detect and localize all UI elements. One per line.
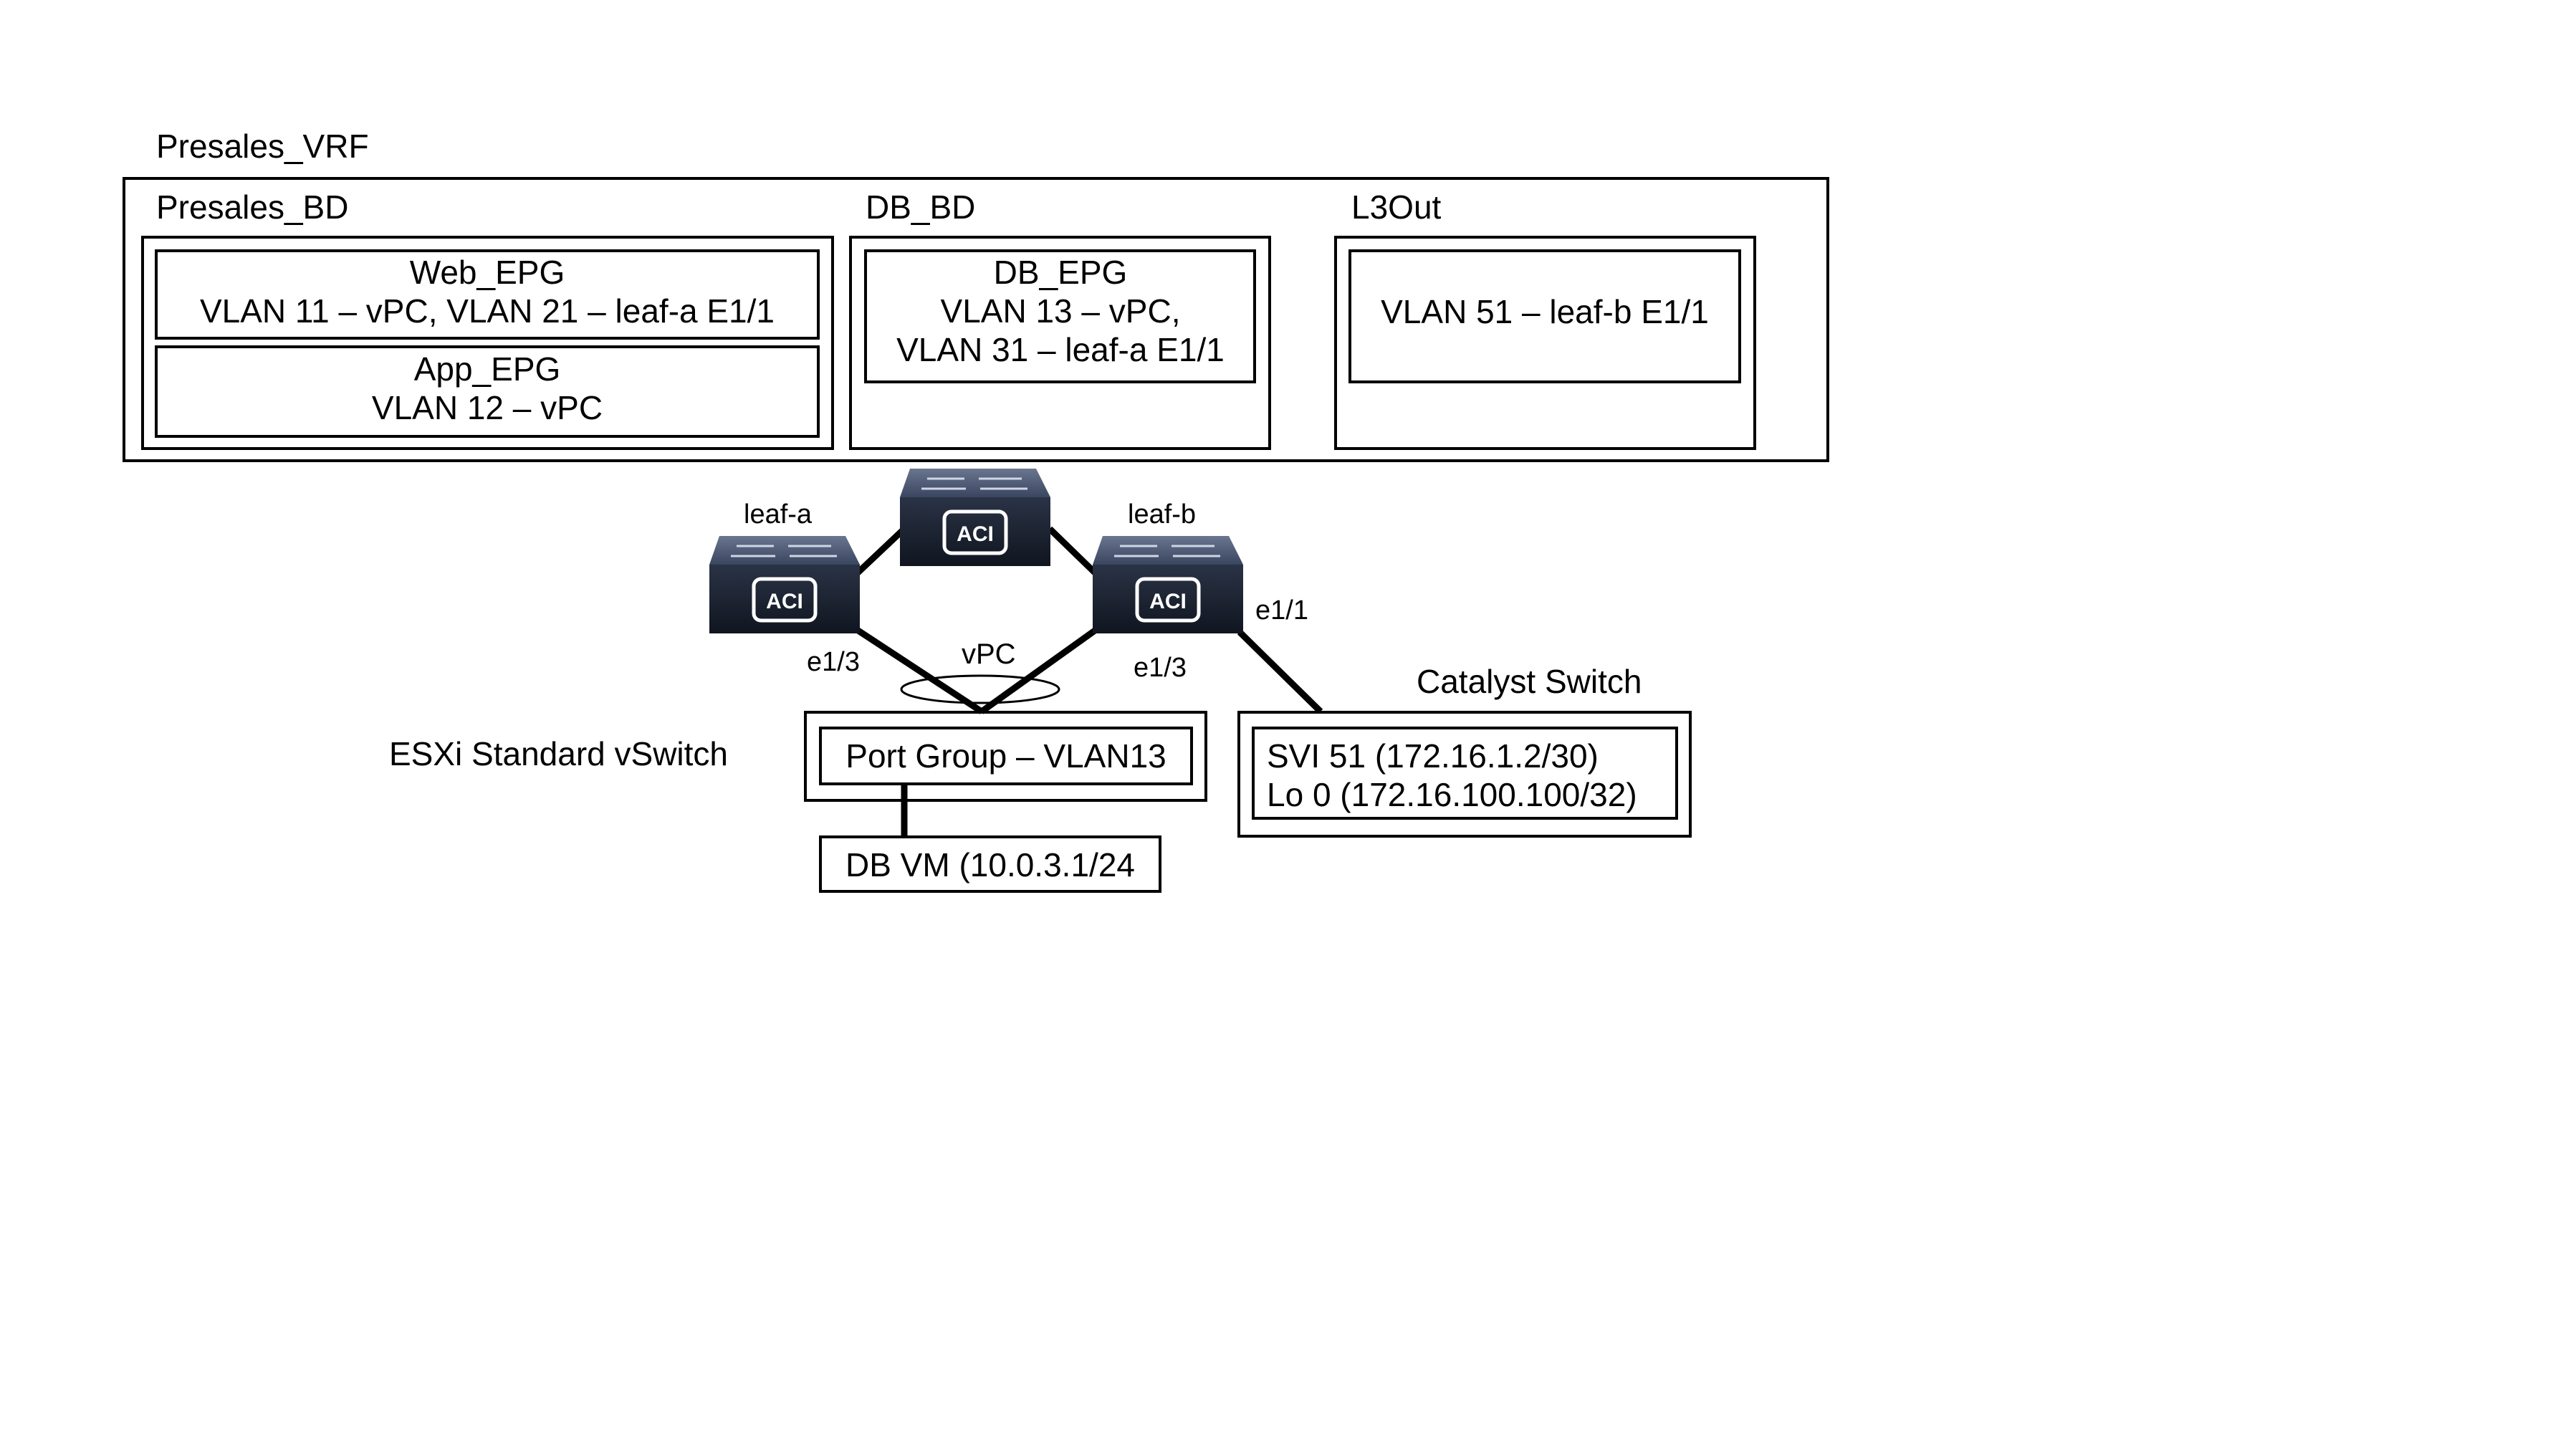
leaf-b-vpc-port-label: e1/3	[1134, 653, 1187, 683]
leaf-a-port-label: e1/3	[807, 647, 860, 677]
epg-web	[155, 249, 820, 340]
aci-switch-icon: ACI	[709, 536, 860, 633]
aci-switch-icon: ACI	[900, 469, 1050, 566]
epg-app	[155, 345, 820, 438]
l3out-vlan: VLAN 51 – leaf-b E1/1	[1381, 293, 1709, 330]
vpc-ellipse	[900, 674, 1060, 704]
l3out-epg	[1348, 249, 1741, 383]
link-leafb-catalyst	[1237, 629, 1323, 714]
catalyst-label: Catalyst Switch	[1417, 663, 1642, 700]
vrf-name: Presales_VRF	[156, 128, 369, 165]
esxi-vswitch-label: ESXi Standard vSwitch	[389, 735, 728, 772]
link-leafa-portgroup	[851, 624, 984, 714]
db-vm-box	[819, 835, 1161, 893]
bd-name-presales: Presales_BD	[156, 188, 348, 226]
epg-app-vlans: VLAN 12 – vPC	[372, 389, 603, 426]
bd-presales	[141, 236, 834, 450]
l3out-container	[1334, 236, 1756, 450]
catalyst-loopback: Lo 0 (172.16.100.100/32)	[1267, 776, 1637, 813]
l3out-name: L3Out	[1351, 188, 1442, 226]
bd-db	[849, 236, 1271, 450]
epg-app-name: App_EPG	[414, 350, 561, 388]
epg-db-vlan-line1: VLAN 13 – vPC,	[941, 292, 1181, 330]
bd-name-db: DB_BD	[866, 188, 975, 226]
leaf-b-l3out-port-label: e1/1	[1255, 595, 1308, 626]
aci-badge-leaf-a: ACI	[766, 590, 803, 613]
catalyst-outer-box	[1237, 711, 1692, 838]
link-leafa-spine	[850, 526, 907, 580]
epg-db-name: DB_EPG	[994, 254, 1128, 291]
aci-switch-icon: ACI	[1093, 536, 1243, 633]
link-spine-leafb	[1047, 526, 1103, 580]
catalyst-inner-box	[1252, 727, 1678, 820]
vpc-label: vPC	[962, 638, 1016, 670]
epg-db	[864, 249, 1256, 383]
vrf-container	[123, 177, 1829, 462]
epg-web-name: Web_EPG	[410, 254, 565, 291]
port-group-label: Port Group – VLAN13	[845, 737, 1166, 775]
db-vm-label: DB VM (10.0.3.1/24	[845, 846, 1135, 883]
aci-badge-leaf-b: ACI	[1149, 590, 1187, 613]
leaf-a-label: leaf-a	[744, 499, 813, 530]
epg-db-vlan-line2: VLAN 31 – leaf-a E1/1	[896, 331, 1225, 368]
esxi-vswitch-box	[804, 711, 1207, 802]
catalyst-svi: SVI 51 (172.16.1.2/30)	[1267, 737, 1599, 775]
leaf-b-label: leaf-b	[1128, 499, 1196, 530]
aci-badge-spine: ACI	[957, 522, 994, 546]
epg-web-vlans: VLAN 11 – vPC, VLAN 21 – leaf-a E1/1	[200, 292, 775, 330]
port-group-box	[819, 727, 1193, 785]
link-leafb-portgroup	[979, 624, 1102, 714]
